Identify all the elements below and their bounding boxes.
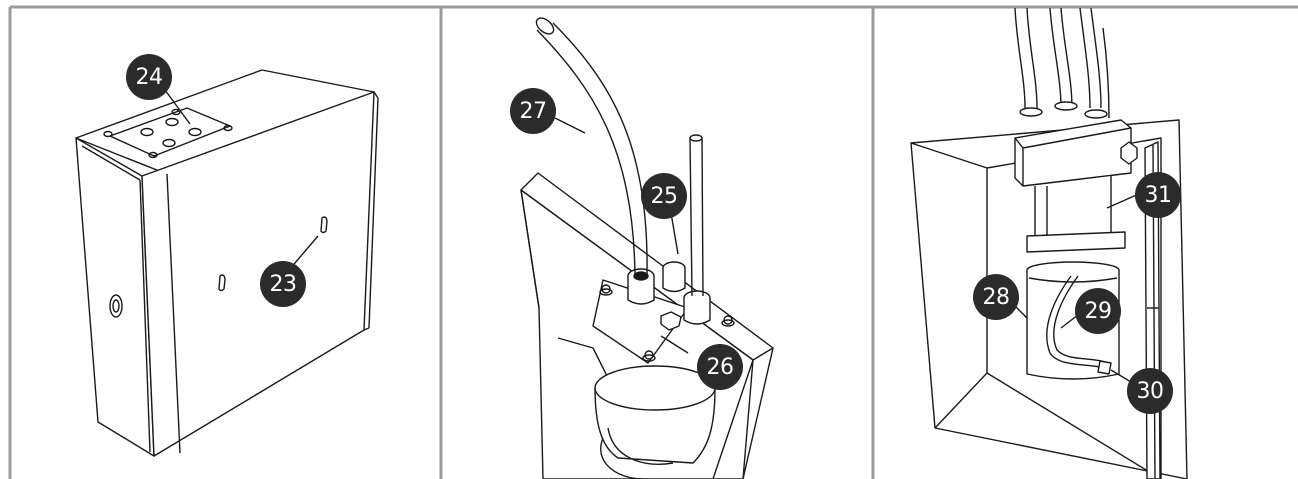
callout-28: 28 [973, 274, 1019, 320]
callout-24: 24 [126, 54, 172, 100]
enclosure-interior-drawing [910, 8, 1188, 479]
callout-31: 31 [1135, 172, 1181, 218]
panel-enclosure-exterior: 24 23 [12, 8, 440, 479]
callout-26: 26 [697, 344, 743, 390]
callout-30: 30 [1127, 368, 1173, 414]
enclosure-exterior-drawing [75, 69, 379, 457]
panel-cable-gland-plate: 27 25 26 [443, 8, 872, 479]
callout-27: 27 [510, 88, 556, 134]
callout-29: 29 [1075, 288, 1121, 334]
callout-25: 25 [641, 173, 687, 219]
gland-plate-drawing [520, 17, 774, 479]
callout-23: 23 [260, 261, 306, 307]
panel-enclosure-interior: 31 28 29 30 [875, 8, 1298, 479]
